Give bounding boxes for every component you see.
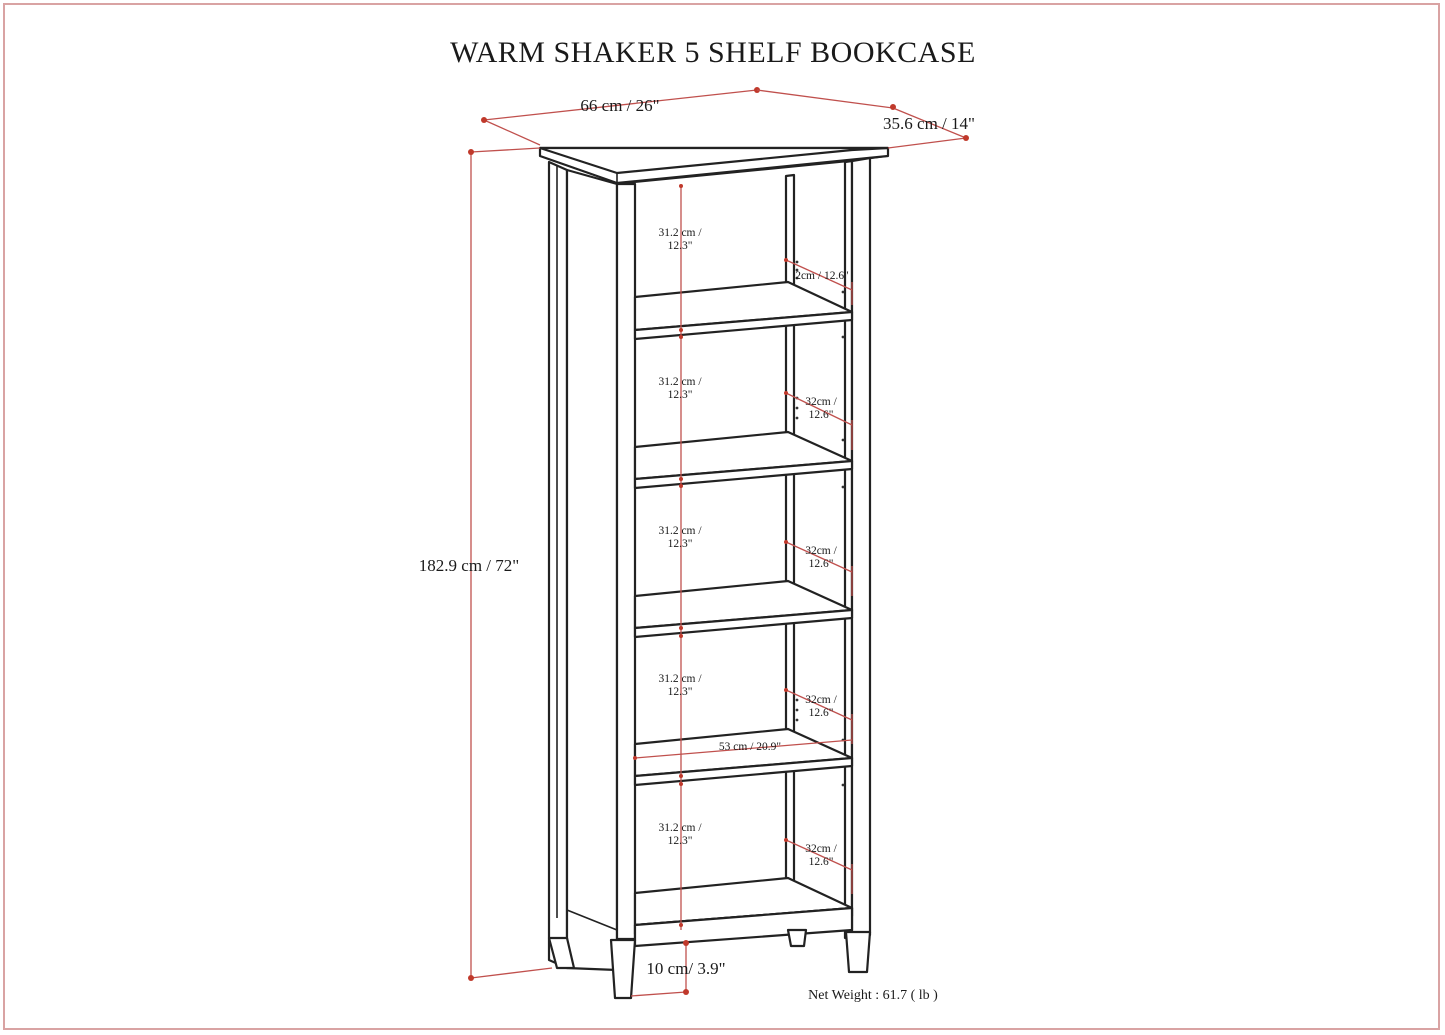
image-frame xyxy=(3,3,1440,1030)
height-label: 182.9 cm / 72" xyxy=(419,556,519,575)
shelf-height-label-5a: 31.2 cm / xyxy=(658,822,702,834)
shelf-depth-label-1a: 32cm / xyxy=(805,396,837,408)
shelf-depth-label-3b: 12.6" xyxy=(809,707,834,719)
left-side-face xyxy=(565,168,619,972)
front-left-leg xyxy=(609,938,637,1000)
shelf-depth-label-4a: 32cm / xyxy=(805,843,837,855)
interior-width-label: 53 cm / 20.9" xyxy=(719,741,781,753)
front-right-leg xyxy=(844,930,872,974)
left-side-panel xyxy=(547,160,569,970)
diagram-title: WARM SHAKER 5 SHELF BOOKCASE xyxy=(450,36,976,69)
shelf-height-label-2a: 31.2 cm / xyxy=(658,376,702,388)
shelf-height-label-1a: 31.2 cm / xyxy=(658,227,702,239)
top-board-surface xyxy=(538,146,890,175)
shelf-height-label-5b: 12.3" xyxy=(668,835,693,847)
shelf-height-label-2b: 12.3" xyxy=(668,389,693,401)
depth-label: 35.6 cm / 14" xyxy=(883,114,975,133)
front-left-stile xyxy=(615,182,637,941)
shelf-depth-label-4b: 12.6" xyxy=(809,856,834,868)
leg-height-label: 10 cm/ 3.9" xyxy=(646,959,725,978)
right-side-panel xyxy=(850,156,872,942)
width-label: 66 cm / 26" xyxy=(580,96,659,115)
shelf-height-label-4a: 31.2 cm / xyxy=(658,673,702,685)
shelf-depth-label-1b: 12.6" xyxy=(809,409,834,421)
net-weight-label: Net Weight : 61.7 ( lb ) xyxy=(808,988,938,1003)
dimension-lines xyxy=(468,87,969,997)
shelf-depth-label-2b: 12.6" xyxy=(809,558,834,570)
shelf-height-label-3a: 31.2 cm / xyxy=(658,525,702,537)
shelf-depth-label-2a: 32cm / xyxy=(805,545,837,557)
bookcase-drawing xyxy=(538,146,890,1000)
shelf-depth-label-3a: 32cm / xyxy=(805,694,837,706)
back-right-leg xyxy=(786,928,808,948)
shelf-depth-label-top: 2cm / 12.6" xyxy=(795,270,849,282)
shelf-height-label-3b: 12.3" xyxy=(668,538,693,550)
back-left-leg xyxy=(547,936,576,970)
shelf-height-label-4b: 12.3" xyxy=(668,686,693,698)
shelf-height-label-1b: 12.3" xyxy=(668,240,693,252)
dimension-labels: 66 cm / 26" 35.6 cm / 14" 182.9 cm / 72"… xyxy=(419,96,975,978)
